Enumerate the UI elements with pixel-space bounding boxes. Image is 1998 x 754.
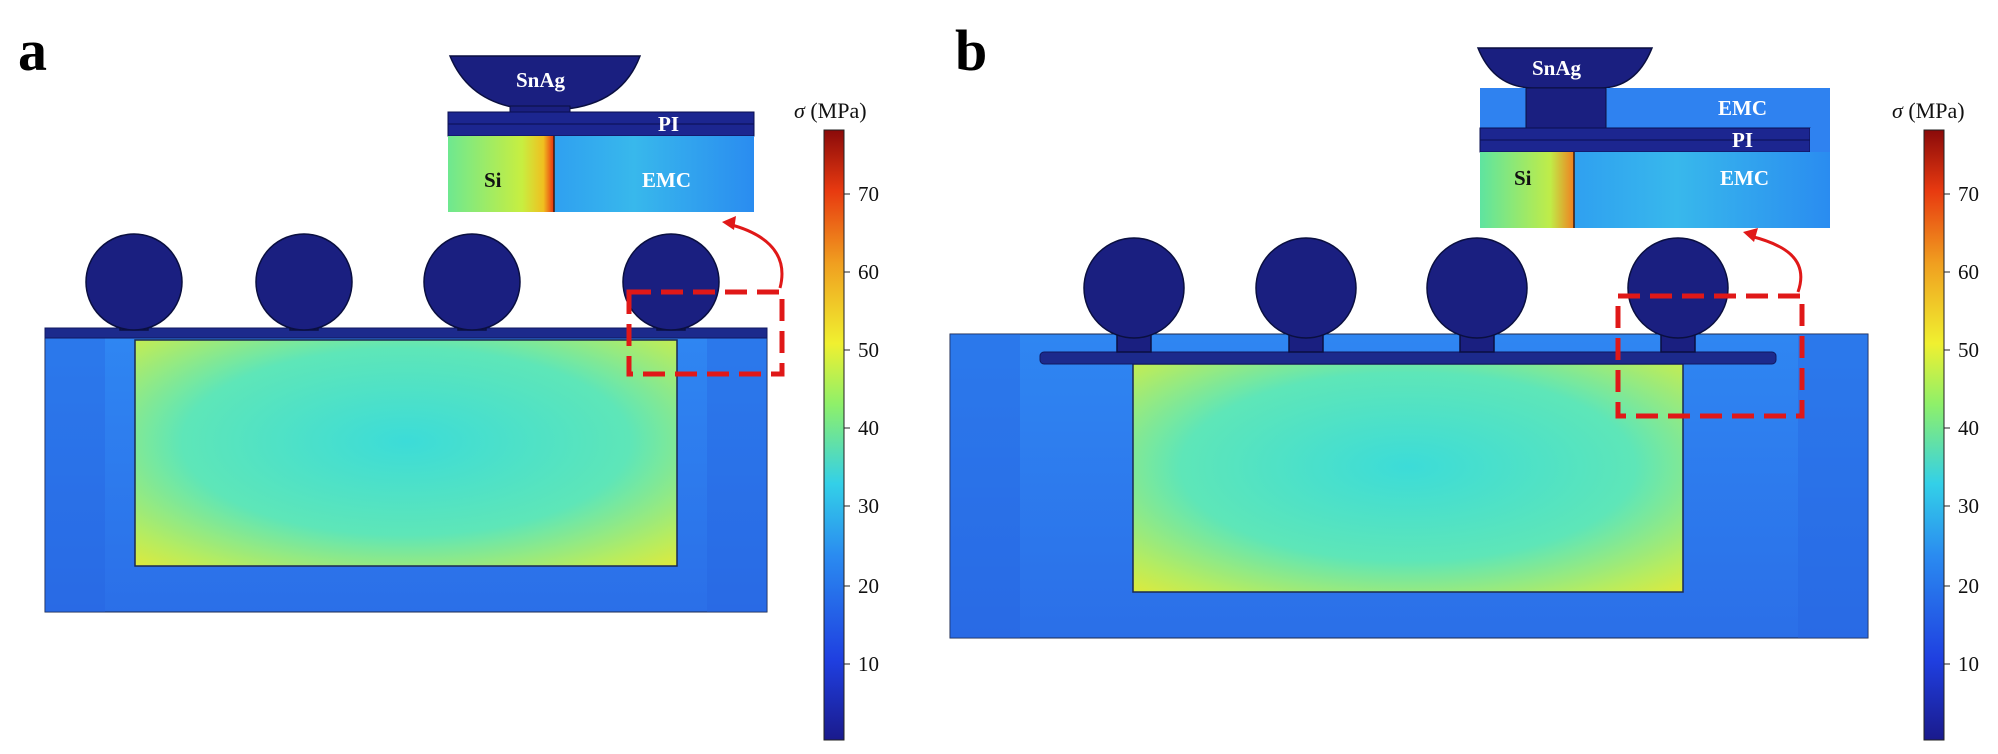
colorbar-a-ticks — [844, 193, 850, 665]
panel-a-inset — [447, 55, 755, 212]
inset-a-label-emc: EMC — [642, 168, 691, 192]
solder-balls — [1083, 237, 1729, 353]
inset-emc-region — [1574, 152, 1830, 228]
colorbar-b-tick-label: 40 — [1958, 416, 1979, 440]
pi-layer — [1039, 351, 1777, 365]
inset-emc-region — [554, 136, 754, 212]
colorbar-a-tick-label: 20 — [858, 574, 879, 598]
colorbar-b-tick-label: 50 — [1958, 338, 1979, 362]
colorbar-b-ticks — [1944, 193, 1950, 665]
colorbar-a-tick-label: 50 — [858, 338, 879, 362]
zoom-arrow — [727, 222, 784, 289]
inset-a-label-si: Si — [484, 168, 502, 192]
inset-si-region — [448, 136, 554, 212]
si-die — [134, 339, 678, 567]
si-die — [1132, 363, 1684, 593]
colorbar-a-tick-label: 40 — [858, 416, 879, 440]
colorbar-a-tick-label: 10 — [858, 652, 879, 676]
colorbar-b — [1923, 129, 1945, 741]
panel-a-package — [44, 216, 785, 613]
inset-b-label-snag: SnAg — [1532, 56, 1582, 80]
highlight-box — [626, 289, 785, 377]
pi-layer — [44, 327, 768, 339]
panel-b-inset — [1476, 47, 1830, 228]
colorbar-b-tick-label: 60 — [1958, 260, 1979, 284]
colorbar-a-title: σ (MPa) — [794, 98, 867, 123]
colorbar-b-tick-label: 10 — [1958, 652, 1979, 676]
inset-a-label-snag: SnAg — [516, 68, 566, 92]
panel-label-a: a — [18, 18, 47, 83]
zoom-arrow — [1749, 234, 1803, 293]
colorbar-a-tick-label: 60 — [858, 260, 879, 284]
colorbar-b-tick-label: 30 — [1958, 494, 1979, 518]
solder-balls — [85, 233, 720, 331]
colorbar-b-tick-label: 70 — [1958, 182, 1979, 206]
inset-b-label-si: Si — [1514, 166, 1532, 190]
colorbar-a — [823, 129, 845, 741]
inset-b-label-pi: PI — [1732, 128, 1753, 152]
inset-b-label-emc-top: EMC — [1718, 96, 1767, 120]
inset-a-label-pi: PI — [658, 112, 679, 136]
panel-b-package — [949, 228, 1869, 639]
inset-b-label-emc: EMC — [1720, 166, 1769, 190]
highlight-box — [1615, 293, 1805, 419]
colorbar-b-title: σ (MPa) — [1892, 98, 1965, 123]
inset-si-region — [1480, 152, 1574, 228]
colorbar-a-tick-label: 70 — [858, 182, 879, 206]
panel-label-b: b — [955, 18, 988, 83]
colorbar-b-tick-label: 20 — [1958, 574, 1979, 598]
colorbar-a-tick-label: 30 — [858, 494, 879, 518]
